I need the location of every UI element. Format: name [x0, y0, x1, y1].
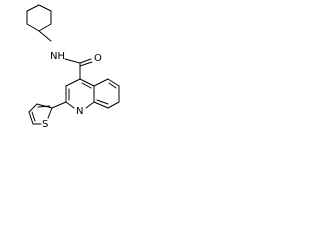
quinoline-nitrogen-label: N — [76, 106, 83, 117]
atom-labels: NH O N S — [42, 51, 102, 130]
chemical-structure: NH O N S — [26, 4, 120, 130]
thiophene-sulfur-label: S — [42, 119, 48, 130]
thiophene-ring — [28, 103, 53, 125]
carbonyl-oxygen-label: O — [94, 53, 102, 64]
cyclohexane-ring-bonds — [26, 4, 52, 32]
cyclohexyl-ring — [26, 4, 52, 32]
benzene-ring — [93, 78, 120, 109]
carbonyl-double-bond — [79, 58, 93, 67]
nitrogen-carbonyl-bond — [64, 58, 81, 64]
amide-nitrogen-label: NH — [50, 51, 65, 62]
quinoline-thiophene-bond — [51, 101, 67, 109]
pyridine-ring — [65, 78, 95, 109]
cyclohexyl-nitrogen-bond — [38, 30, 52, 42]
